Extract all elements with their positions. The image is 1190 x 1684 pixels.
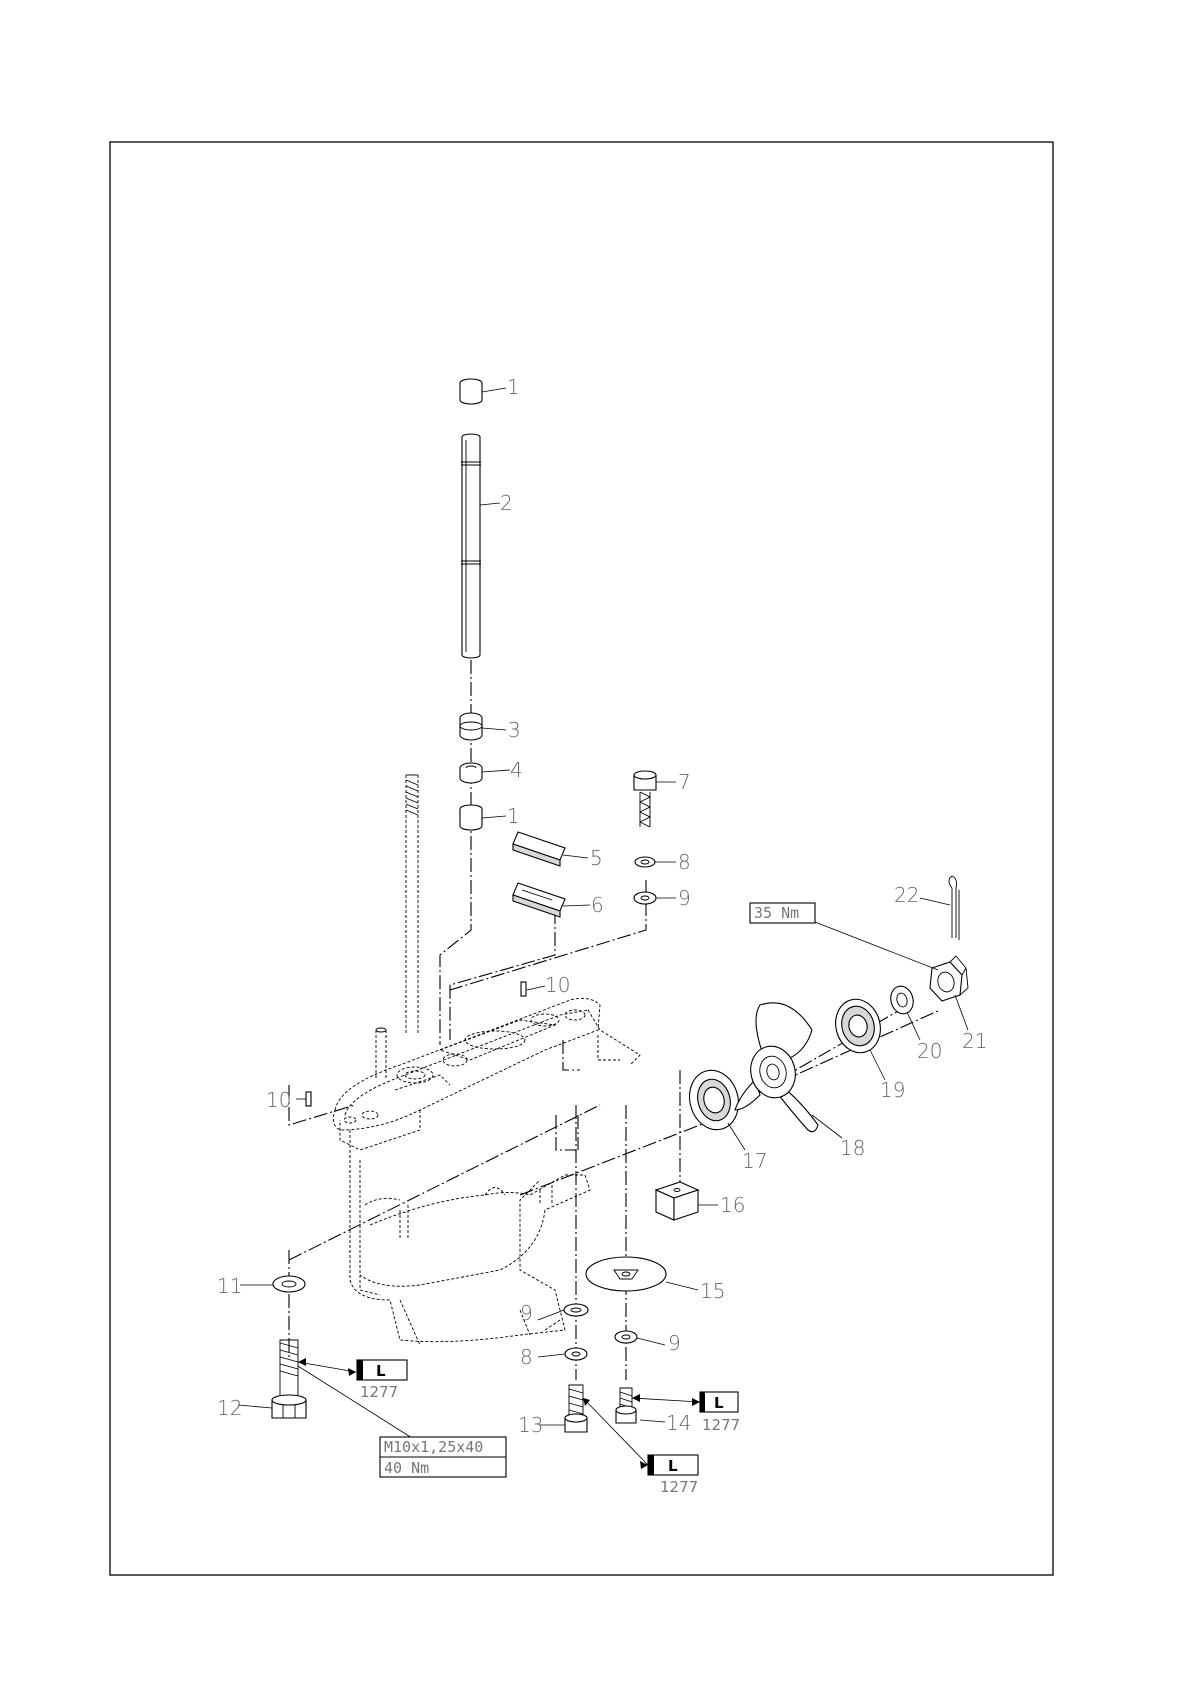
part-10-pin-upper (521, 982, 526, 996)
callout-10-upper: 10 (545, 973, 570, 997)
callout-16: 16 (720, 1193, 745, 1217)
part-13-bolt (565, 1385, 587, 1432)
part-8-lock-washer-lower (565, 1348, 587, 1360)
callout-10-left: 10 (266, 1088, 291, 1112)
callout-9-lower-right: 9 (668, 1331, 681, 1355)
part-17-thrust-hub (683, 1065, 745, 1135)
part-10-pin-left (306, 1092, 311, 1106)
callout-1-lower: 1 (507, 804, 520, 828)
callout-22: 22 (894, 883, 919, 907)
loctite-letter-12: L (376, 1362, 386, 1380)
callout-11: 11 (217, 1274, 242, 1298)
part-1-bushing-lower (460, 805, 482, 830)
loctite-letter-13: L (668, 1457, 678, 1475)
callout-2: 2 (500, 491, 513, 515)
loctite-code-13: 1277 (660, 1478, 698, 1496)
callout-9-lower-left: 9 (520, 1301, 533, 1325)
part-15-plate (586, 1257, 666, 1291)
part-9-washer-upper (634, 892, 656, 904)
callout-13: 13 (518, 1413, 543, 1437)
part-18-propeller (735, 1003, 818, 1132)
part-2-drive-shaft (461, 434, 481, 658)
callout-1-top: 1 (507, 375, 520, 399)
callout-7: 7 (678, 770, 691, 794)
loctite-code-12: 1277 (360, 1383, 398, 1401)
callout-8-upper: 8 (678, 850, 691, 874)
callout-8-lower: 8 (520, 1345, 533, 1369)
bolt-spec-text: M10x1,25x40 (384, 1438, 483, 1456)
callout-leaders (238, 388, 968, 1465)
part-1-bushing-top (460, 379, 482, 404)
part-16-block (656, 1182, 698, 1220)
callout-12: 12 (217, 1396, 242, 1420)
callout-21: 21 (962, 1029, 987, 1053)
part-20-washer (888, 984, 916, 1017)
part-5-plate (513, 832, 565, 866)
part-14-bolt (616, 1388, 636, 1423)
part-11-washer (273, 1276, 305, 1292)
part-7-bolt (634, 771, 656, 827)
callout-6: 6 (591, 893, 604, 917)
callout-4: 4 (510, 758, 523, 782)
callout-14: 14 (666, 1411, 691, 1435)
torque-box-bolt: M10x1,25x40 40 Nm (380, 1437, 506, 1477)
torque-nut-text: 35 Nm (754, 904, 799, 922)
part-8-lock-washer-upper (635, 857, 655, 867)
callout-17: 17 (742, 1149, 767, 1173)
part-21-castle-nut (930, 956, 968, 1001)
torque-box-nut: 35 Nm (750, 903, 815, 923)
callout-9-upper: 9 (678, 886, 691, 910)
loctite-code-14: 1277 (702, 1416, 740, 1434)
part-9-washer-lower-left (564, 1304, 588, 1316)
drawing-frame (110, 142, 1053, 1575)
loctite-letter-14: L (714, 1394, 724, 1412)
loctite-box-bolt-14: L 1277 (700, 1392, 740, 1434)
callout-15: 15 (700, 1279, 725, 1303)
callout-19: 19 (880, 1078, 905, 1102)
part-22-cotter-pin (949, 876, 959, 940)
part-3-bearing (460, 713, 482, 740)
callout-20: 20 (917, 1039, 942, 1063)
callout-3: 3 (508, 718, 521, 742)
loctite-box-bolt-12: L 1277 (357, 1360, 407, 1401)
loctite-box-bolt-13: L 1277 (648, 1455, 698, 1496)
part-6-plate (513, 883, 565, 917)
part-9-washer-lower-right (615, 1331, 637, 1343)
callout-18: 18 (840, 1136, 865, 1160)
bolt-torque-text: 40 Nm (384, 1459, 429, 1477)
part-19-spacer (830, 994, 886, 1058)
callout-5: 5 (590, 846, 603, 870)
part-4-seal (460, 763, 482, 783)
